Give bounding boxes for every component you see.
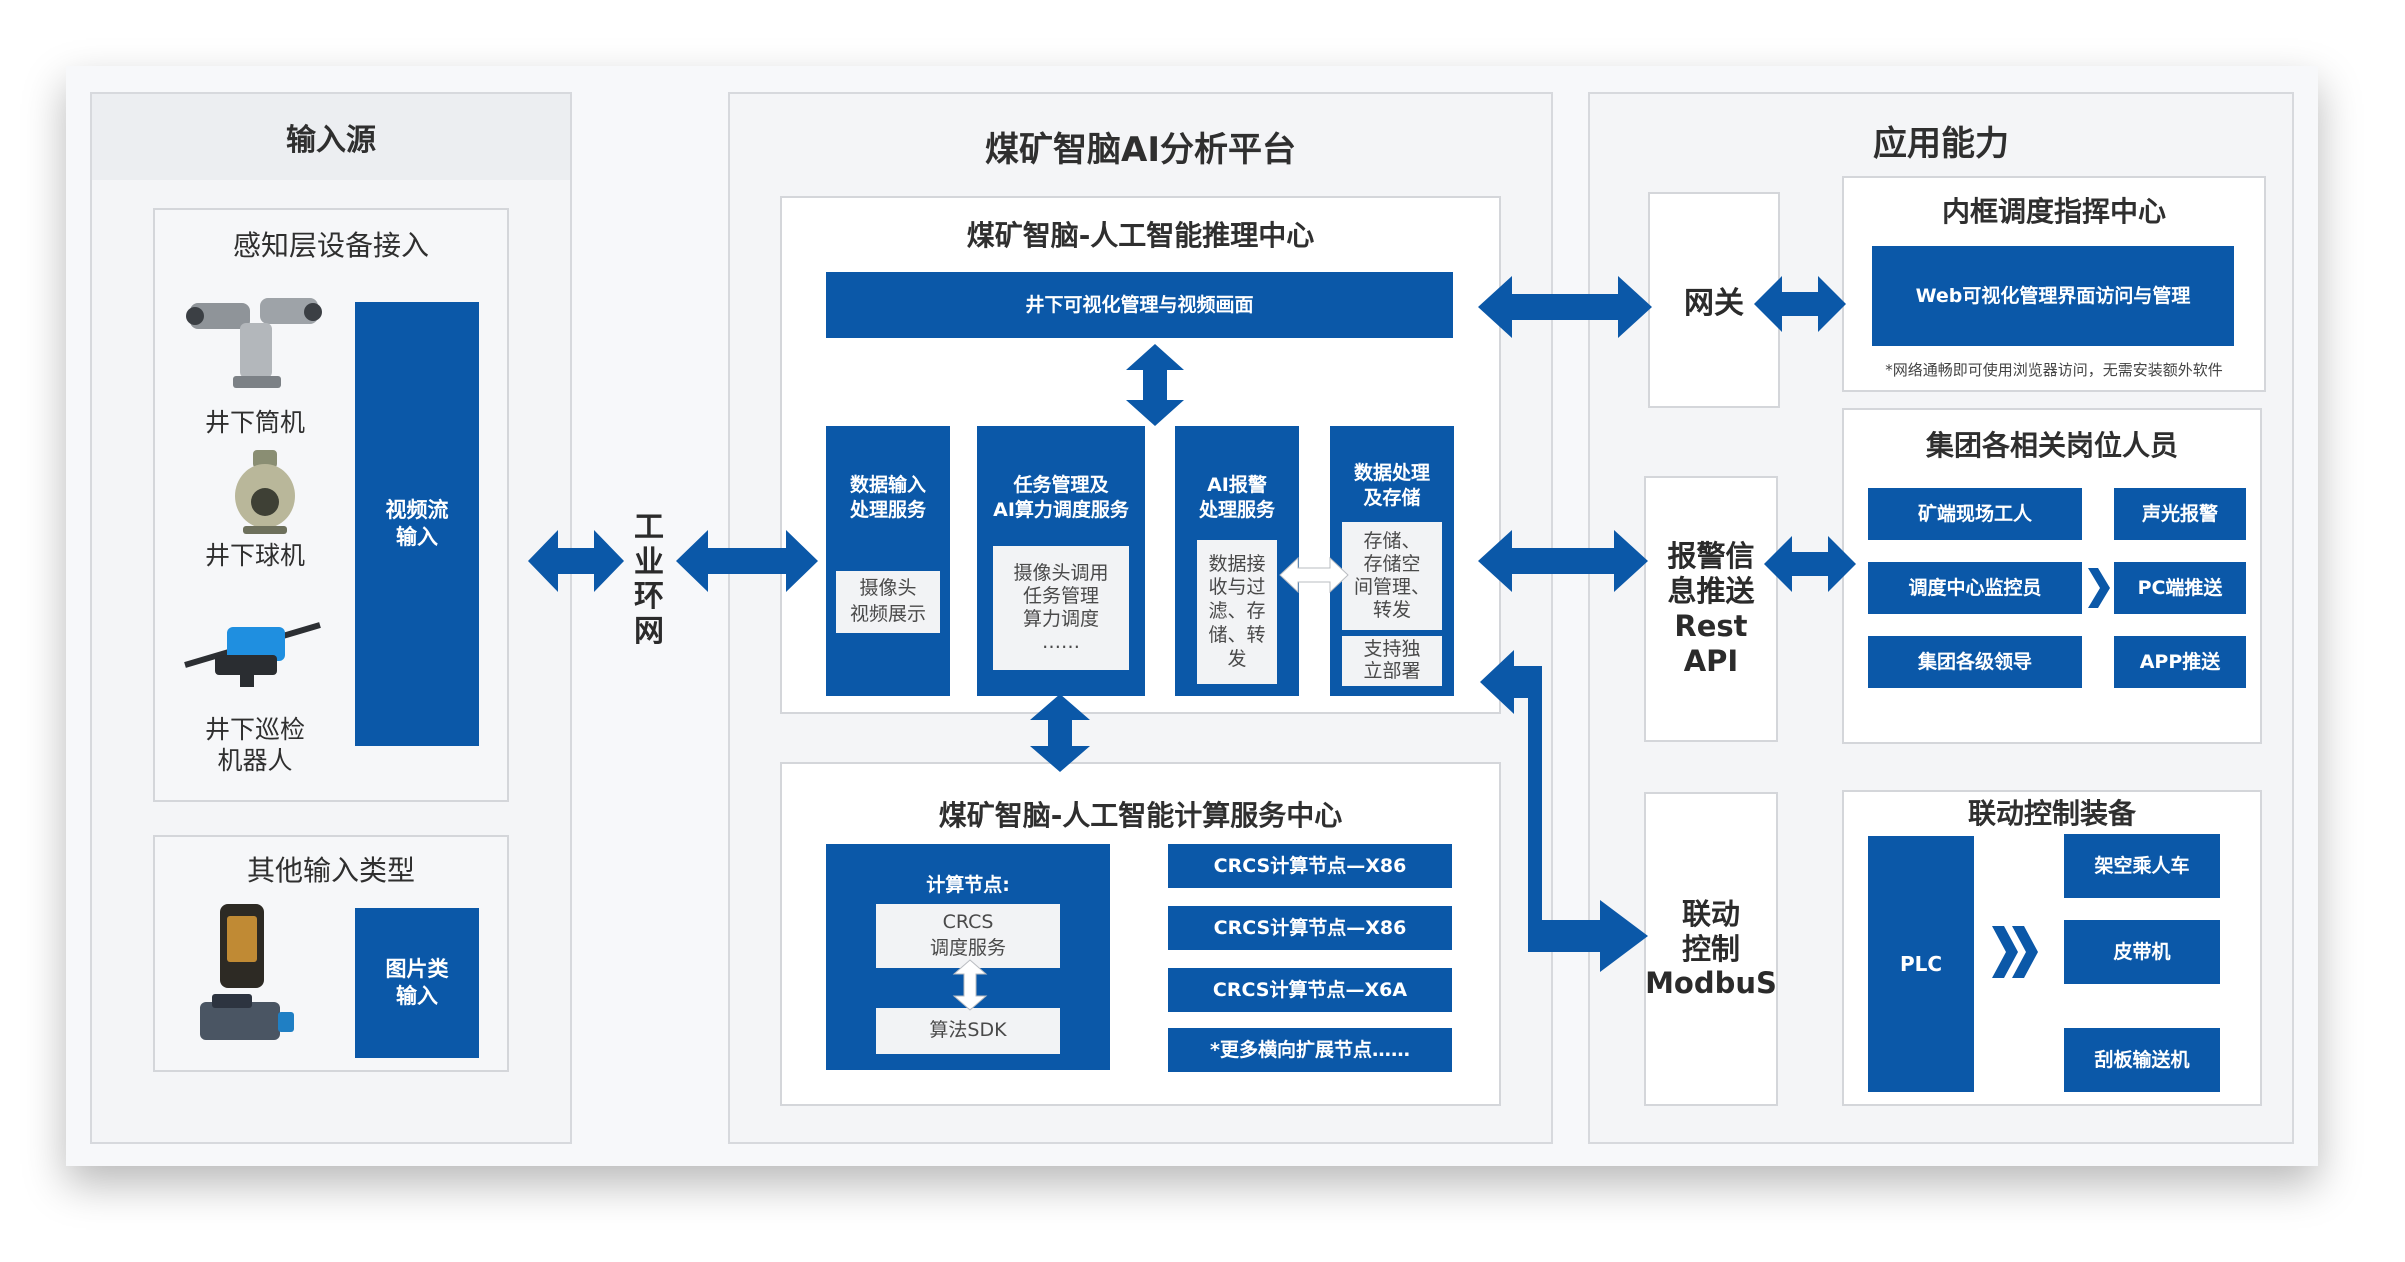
module-content: 摄像头调用 任务管理 算力调度 …… bbox=[993, 546, 1129, 670]
underground-visual-bar: 井下可视化管理与视频画面 bbox=[826, 272, 1453, 338]
ai-platform-title: 煤矿智脑AI分析平台 bbox=[985, 129, 1296, 170]
staff-role-box: 集团各级领导 bbox=[1868, 636, 2082, 688]
video-stream-input-box: 视频流 输入 bbox=[355, 302, 479, 746]
command-center-box: 内框调度指挥中心 Web可视化管理界面访问与管理 *网络通畅即可使用浏览器访问，… bbox=[1842, 176, 2266, 392]
inspection-robot-icon bbox=[184, 622, 321, 687]
crcs-scheduling-service: CRCS 调度服务 bbox=[876, 904, 1060, 968]
notify-channel-box: APP推送 bbox=[2114, 636, 2246, 688]
double-arrow-horizontal-icon bbox=[1764, 536, 1856, 592]
gateway-label: 网关 bbox=[1684, 286, 1744, 321]
double-arrow-vertical-icon bbox=[952, 959, 988, 1011]
device-label: 井下球机 bbox=[204, 541, 305, 571]
module-content: 存储、 存储空 间管理、 转发 bbox=[1342, 522, 1442, 630]
notify-channel-box: PC端推送 bbox=[2114, 562, 2246, 614]
linkage-equipment-title: 联动控制装备 bbox=[1967, 797, 2136, 830]
linkage-control-label: 联动 控制 ModbuS bbox=[1645, 896, 1777, 1001]
module-content-secondary: 支持独 立部署 bbox=[1342, 636, 1442, 686]
notify-channel-box: 声光报警 bbox=[2114, 488, 2246, 540]
plc-box: PLC bbox=[1868, 836, 1974, 1092]
compute-node-bar: CRCS计算节点—X86 bbox=[1168, 906, 1452, 950]
device-label: 井下巡检 机器人 bbox=[204, 714, 305, 775]
equipment-item-box: 皮带机 bbox=[2064, 920, 2220, 984]
app-capability-title: 应用能力 bbox=[1873, 123, 2009, 164]
equipment-item-box: 刮板输送机 bbox=[2064, 1028, 2220, 1092]
alert-push-api-label: 报警信 息推送 Rest API bbox=[1667, 539, 1755, 678]
double-arrow-horizontal-icon bbox=[1279, 556, 1349, 594]
other-input-title: 其他输入类型 bbox=[246, 854, 415, 887]
linkage-control-box: 联动 控制 ModbuS bbox=[1644, 792, 1778, 1106]
staff-role-box: 调度中心监控员 bbox=[1868, 562, 2082, 614]
double-arrow-vertical-icon bbox=[1126, 344, 1184, 426]
module-title: 数据处理 及存储 bbox=[1353, 462, 1430, 509]
compute-node-title: 计算节点: bbox=[926, 873, 1010, 896]
image-input-box: 图片类 输入 bbox=[355, 908, 479, 1058]
command-center-note: *网络通畅即可使用浏览器访问，无需安装额外软件 bbox=[1885, 360, 2223, 379]
module-title: 任务管理及 AI算力调度服务 bbox=[993, 474, 1129, 521]
double-arrow-horizontal-icon bbox=[1478, 276, 1652, 338]
perception-layer-title: 感知层设备接入 bbox=[232, 229, 429, 262]
module-content: 摄像头 视频展示 bbox=[836, 571, 940, 633]
device-icon bbox=[200, 994, 294, 1040]
industrial-ring-network-label: 工 业 环 网 bbox=[634, 510, 664, 649]
module-title: 数据输入 处理服务 bbox=[849, 474, 926, 521]
chevron-right-icon bbox=[2088, 568, 2110, 608]
module-title: AI报警 处理服务 bbox=[1198, 474, 1275, 521]
double-chevron-right-icon bbox=[1992, 926, 2038, 978]
handheld-terminal-icon bbox=[220, 904, 264, 988]
ai-alarm-service-module: AI报警 处理服务 数据接 收与过 滤、存 储、转 发 bbox=[1175, 426, 1299, 696]
data-storage-module: 数据处理 及存储 存储、 存储空 间管理、 转发 支持独 立部署 bbox=[1330, 426, 1454, 696]
command-center-title: 内框调度指挥中心 bbox=[1941, 195, 2166, 228]
double-arrow-horizontal-icon bbox=[528, 530, 624, 592]
double-arrow-vertical-icon bbox=[1030, 694, 1090, 772]
group-staff-title: 集团各相关岗位人员 bbox=[1925, 429, 2178, 462]
dome-camera-icon bbox=[235, 450, 295, 534]
compute-node-bar: *更多横向扩展节点…… bbox=[1168, 1028, 1452, 1072]
alert-push-api-box: 报警信 息推送 Rest API bbox=[1644, 476, 1778, 742]
data-input-service-module: 数据输入 处理服务 摄像头 视频展示 bbox=[826, 426, 950, 696]
bullet-camera-icon bbox=[186, 298, 322, 388]
compute-node-bar: CRCS计算节点—X6A bbox=[1168, 968, 1452, 1012]
double-arrow-horizontal-icon bbox=[676, 530, 818, 592]
module-content: 数据接 收与过 滤、存 储、转 发 bbox=[1197, 540, 1277, 684]
web-management-box: Web可视化管理界面访问与管理 bbox=[1872, 246, 2234, 346]
inference-center-title: 煤矿智脑-人工智能推理中心 bbox=[966, 219, 1315, 252]
device-label: 井下筒机 bbox=[204, 408, 305, 438]
task-scheduling-service-module: 任务管理及 AI算力调度服务 摄像头调用 任务管理 算力调度 …… bbox=[977, 426, 1145, 696]
staff-role-box: 矿端现场工人 bbox=[1868, 488, 2082, 540]
double-arrow-horizontal-icon bbox=[1754, 276, 1846, 332]
compute-center-title: 煤矿智脑-人工智能计算服务中心 bbox=[938, 799, 1343, 832]
elbow-arrow-icon bbox=[1480, 650, 1648, 972]
compute-node-bar: CRCS计算节点—X86 bbox=[1168, 844, 1452, 888]
double-arrow-horizontal-icon bbox=[1478, 530, 1648, 592]
algorithm-sdk: 算法SDK bbox=[876, 1008, 1060, 1054]
equipment-item-box: 架空乘人车 bbox=[2064, 834, 2220, 898]
compute-node-box: 计算节点: CRCS 调度服务 算法SDK bbox=[826, 844, 1110, 1070]
input-source-title: 输入源 bbox=[92, 94, 570, 180]
